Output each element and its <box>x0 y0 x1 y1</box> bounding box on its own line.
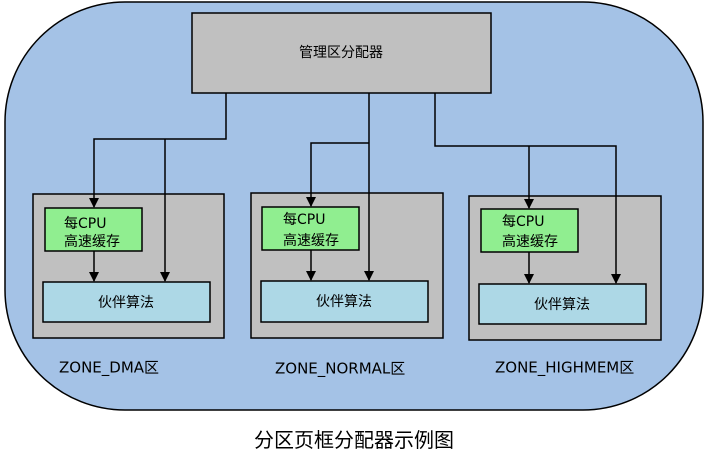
zone-normal-cache-line2: 高速缓存 <box>283 232 339 249</box>
zone-highmem-buddy-box <box>478 283 647 325</box>
zone-allocator-label: 管理区分配器 <box>299 45 383 61</box>
zone-highmem-cache-line2: 高速缓存 <box>502 233 558 250</box>
zone-dma-per-cpu-cache-box <box>44 207 143 252</box>
zone-highmem-cache-line1: 每CPU <box>502 214 544 230</box>
connector-manager-to-highmem <box>434 93 621 284</box>
zone-normal-cache-line1: 每CPU <box>283 212 325 228</box>
zone-dma-name: ZONE_DMA区 <box>59 359 159 378</box>
zone-dma-cache-line1: 每CPU <box>64 216 106 232</box>
zone-normal-per-cpu-cache-box <box>261 206 360 251</box>
zone-normal-buddy-label: 伙伴算法 <box>316 294 372 310</box>
zone-dma-buddy-label: 伙伴算法 <box>98 295 154 311</box>
zone-normal-group: 每CPU 高速缓存 伙伴算法 ZONE_NORMAL区 <box>250 192 444 379</box>
zone-normal-name: ZONE_NORMAL区 <box>275 360 405 379</box>
zone-dma-buddy-box <box>42 281 211 323</box>
zone-highmem-group: 每CPU 高速缓存 伙伴算法 ZONE_HIGHMEM区 <box>468 195 662 378</box>
zone-dma-group: 每CPU 高速缓存 伙伴算法 ZONE_DMA区 <box>32 193 225 378</box>
figure-caption: 分区页框分配器示例图 <box>254 428 454 452</box>
zone-dma-cache-line2: 高速缓存 <box>64 233 120 250</box>
zone-normal-buddy-box <box>260 280 429 323</box>
zone-highmem-per-cpu-cache-box <box>480 208 579 253</box>
zone-allocator-box <box>191 12 492 94</box>
zone-highmem-name: ZONE_HIGHMEM区 <box>495 359 634 378</box>
connector-manager-to-normal <box>306 142 369 207</box>
zone-highmem-buddy-label: 伙伴算法 <box>534 297 590 313</box>
connector-manager-to-dma <box>89 93 227 208</box>
